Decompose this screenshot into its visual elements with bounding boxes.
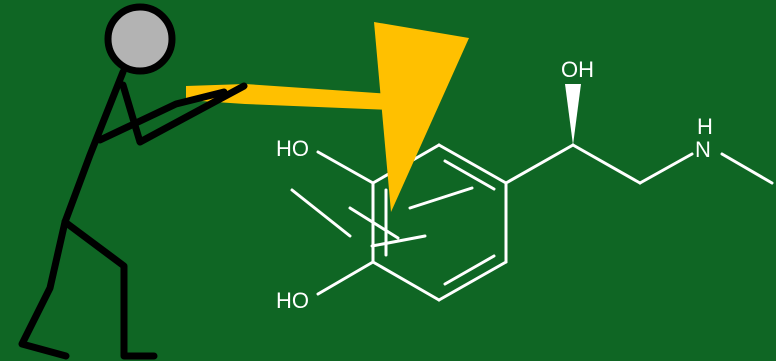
stick-figure-torso xyxy=(61,68,127,226)
overlay-stroke xyxy=(290,188,352,238)
overlay-stroke xyxy=(408,186,474,210)
ring-double-bond xyxy=(443,159,496,191)
stick-figure-leg xyxy=(18,218,70,360)
chain-bond xyxy=(571,143,642,185)
pointer-head xyxy=(374,22,469,212)
ring-double-bond xyxy=(443,254,496,286)
stick-figure xyxy=(18,68,248,360)
chain-bond xyxy=(720,152,774,185)
overlay-stroke xyxy=(370,234,427,248)
wedge-bond xyxy=(565,84,581,145)
n-label: N xyxy=(695,137,711,162)
stick-figure-head xyxy=(104,3,176,75)
ring-bond xyxy=(437,260,508,302)
chain-bond xyxy=(638,152,694,185)
overlay-stroke xyxy=(348,206,400,240)
stick-figure-leg xyxy=(61,218,158,360)
oh-label: OH xyxy=(561,57,594,82)
ho-bottom-bond xyxy=(316,260,375,296)
stick-figure-arm xyxy=(119,81,248,146)
ring-bond xyxy=(437,143,508,185)
molecule-structure xyxy=(316,143,774,302)
chain-bond xyxy=(504,143,575,185)
ho-top-bond xyxy=(316,150,375,185)
stick-figure-arm xyxy=(96,88,228,144)
h-label: H xyxy=(697,114,713,139)
ho-top-label: HO xyxy=(276,136,309,161)
overlay-strokes xyxy=(290,186,474,248)
ring-bond xyxy=(371,260,441,302)
ho-bottom-label: HO xyxy=(276,288,309,313)
